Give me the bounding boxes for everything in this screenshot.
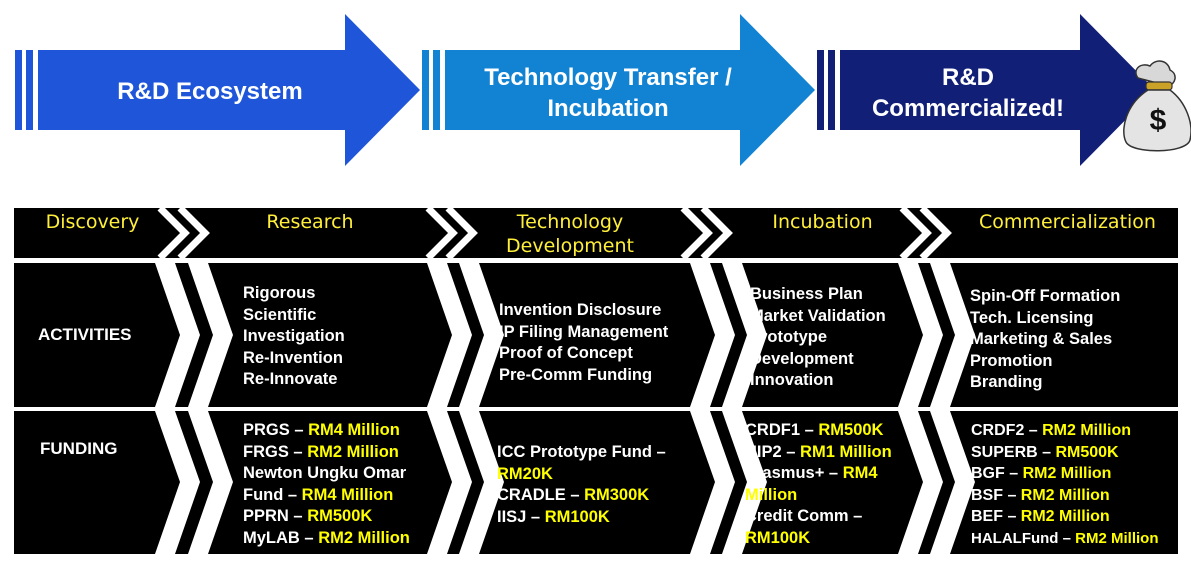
funding-item: BGF – RM2 Million [971,465,1112,483]
arrow-label-rd-ecosystem: R&D Ecosystem [117,78,303,105]
activity-item: Proof of Concept [499,344,633,363]
funding-item: Fund – RM4 Million [243,485,394,504]
arrow-label-rd-commercialized: R&D Commercialized! [871,64,1065,122]
funding-item: RM20K [497,464,553,483]
funding-item: CRDF1 – RM500K [745,421,884,439]
funding-item: Newton Ungku Omar [243,464,407,483]
activity-item: IP Filing Management [499,322,669,341]
funding-item: IISJ – RM100K [497,507,610,526]
funding-item: SUPERB – RM500K [971,443,1119,461]
row-label-activities: ACTIVITIES [38,325,132,344]
activity-item: Re-Innovate [243,370,338,389]
money-bag-icon: $ [1123,60,1191,152]
activity-item: Prototype [750,328,828,347]
activities-band [14,263,1178,407]
funding-item: PRGS – RM4 Million [243,421,400,439]
arrow-technology-transfer [422,14,815,166]
activity-item: Innovation [750,371,834,390]
activity-item: Market Validation [750,306,886,325]
activities-commercialization: Spin-Off Formation Tech. Licensing Marke… [970,286,1120,394]
stage-header-band [14,205,1178,261]
activity-item: Investigation [243,327,345,346]
stage-research: Research [266,211,354,233]
stage-commercialization: Commercialization [979,211,1156,233]
activity-item: Marketing & Sales [970,330,1113,349]
arrow-label-technology-transfer: Technology Transfer / Incubation [484,64,732,122]
money-bag-symbol: $ [1150,104,1167,137]
activity-item: Business Plan [750,285,863,303]
funding-item: RM100K [745,528,811,547]
stage-incubation: Incubation [772,211,873,233]
funding-item: BSF – RM2 Million [971,486,1110,504]
arrow-rd-ecosystem [15,14,420,166]
funding-technology-development: ICC Prototype Fund – RM20K CRADLE – RM30… [497,442,666,528]
funding-item: PPRN – RM500K [243,507,373,526]
activity-item: Pre-Comm Funding [499,365,653,384]
activity-item: Re-Invention [243,348,343,367]
funding-item: Credit Comm – [745,507,863,526]
activities-incubation: Business Plan Market Validation Prototyp… [750,284,886,392]
funding-research: PRGS – RM4 Million FRGS – RM2 Million Ne… [243,420,410,550]
funding-item: ICC Prototype Fund – [497,443,666,461]
stage-discovery: Discovery [45,211,140,233]
activity-item: Promotion [970,351,1053,370]
funding-incubation: CRDF1 – RM500K HIP2 – RM1 Million Erasmu… [745,420,892,550]
activities-research: Rigorous Scientific Investigation Re-Inv… [243,283,345,391]
funding-commercialization: CRDF2 – RM2 Million SUPERB – RM500K BGF … [971,420,1158,550]
funding-item: Erasmus+ – RM4 [745,464,878,483]
activity-item: Branding [970,373,1043,392]
activity-item: Development [750,349,854,368]
funding-item: CRADLE – RM300K [497,486,650,505]
arrow-rd-commercialized [817,14,1155,166]
funding-band [14,411,1178,554]
activity-item: Rigorous [243,284,316,302]
funding-item: HIP2 – RM1 Million [745,442,892,461]
row-label-funding: FUNDING [40,439,118,458]
funding-item: BEF – RM2 Million [971,508,1110,526]
activity-item: Tech. Licensing [970,308,1094,327]
funding-item: MyLAB – RM2 Million [243,528,410,547]
funding-item: HALALFund – RM2 Million [971,529,1159,547]
activity-item: Invention Disclosure [499,301,662,319]
funding-item: CRDF2 – RM2 Million [971,422,1132,439]
activity-item: Scientific [243,305,317,324]
stage-technology-development: Technology Development [506,211,634,257]
activities-technology-development: Invention Disclosure IP Filing Managemen… [499,300,668,386]
funding-item: Million [745,485,798,504]
activity-item: Spin-Off Formation [970,287,1121,305]
funding-item: FRGS – RM2 Million [243,442,399,461]
